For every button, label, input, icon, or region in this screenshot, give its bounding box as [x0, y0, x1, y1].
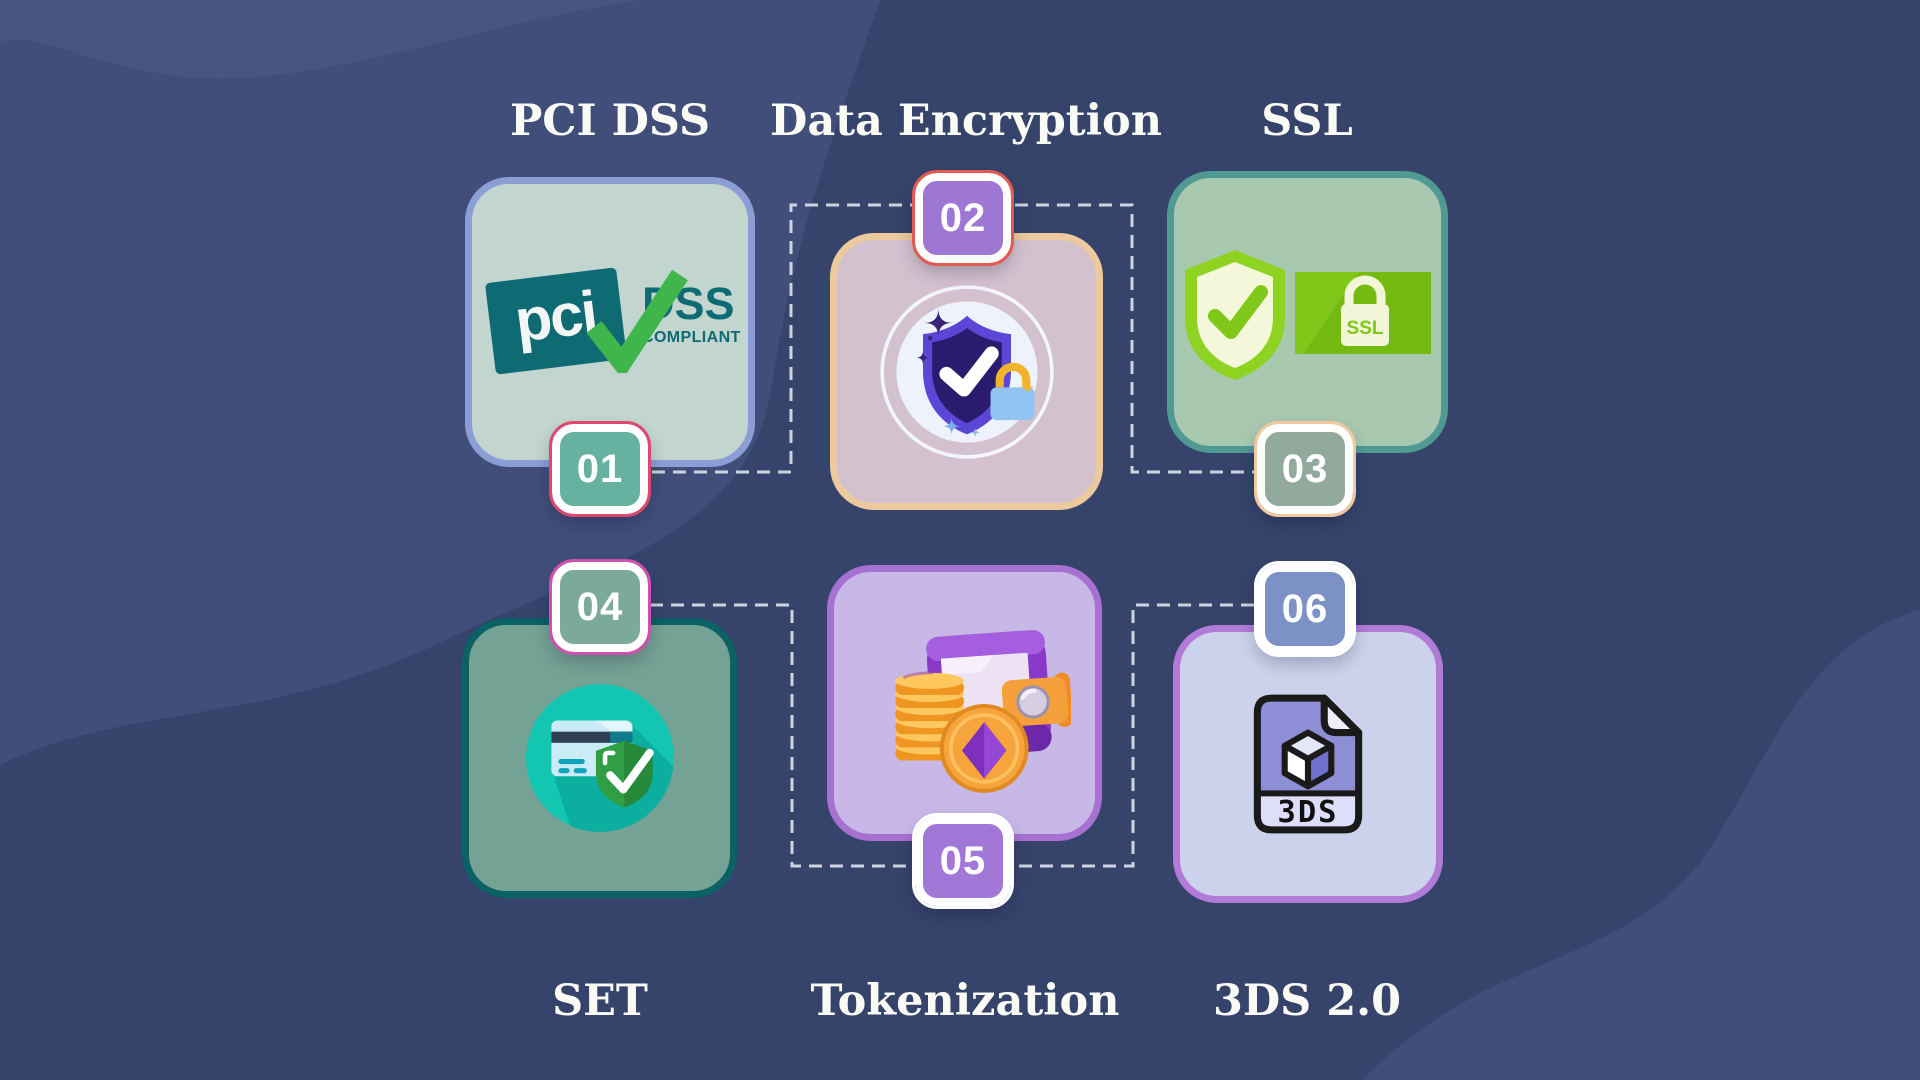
- step-badge-03: 03: [1254, 421, 1356, 517]
- card-title-set: SET: [552, 975, 648, 1026]
- card-title-data-encryption: Data Encryption: [770, 95, 1162, 146]
- wallet-coins-token-icon: [894, 630, 1071, 793]
- green-check-icon: [586, 269, 688, 373]
- pci-dss-compliant-logo: pci DSS COMPLIANT: [484, 263, 740, 381]
- step-badge-02: 02: [912, 170, 1014, 266]
- card-pci-dss: pci DSS COMPLIANT: [465, 177, 755, 467]
- card-tokenization: [827, 565, 1102, 841]
- step-number: 02: [939, 195, 987, 240]
- step-badge-04: 04: [549, 559, 651, 655]
- step-number: 01: [576, 446, 624, 491]
- step-number: 05: [939, 838, 987, 883]
- svg-text:SSL: SSL: [1346, 318, 1383, 339]
- step-badge-06: 06: [1254, 561, 1356, 657]
- ssl-shield-lock-badge-icon: SSL: [1184, 250, 1431, 380]
- step-badge-01: 01: [549, 421, 651, 517]
- token-coin: [939, 704, 1029, 793]
- 3ds-file-icon: 3DS: [1253, 694, 1363, 834]
- background-wave-bottom-right: [1362, 610, 1920, 1080]
- card-title-ssl: SSL: [1261, 95, 1353, 146]
- card-3ds: 3DS: [1173, 625, 1443, 903]
- credit-card-shield-check-icon: [525, 684, 674, 832]
- card-title-pci-dss: PCI DSS: [509, 95, 711, 146]
- card-set: [462, 618, 737, 898]
- card-ssl: SSL: [1167, 171, 1448, 453]
- background-wave-corner-highlight: [0, 0, 640, 79]
- step-number: 03: [1281, 446, 1329, 491]
- card-title-3ds-2-0: 3DS 2.0: [1212, 975, 1402, 1026]
- card-title-tokenization: Tokenization: [810, 975, 1120, 1026]
- step-badge-05: 05: [912, 813, 1014, 909]
- step-number: 06: [1281, 586, 1329, 631]
- svg-text:3DS: 3DS: [1278, 795, 1339, 830]
- step-number: 04: [576, 584, 624, 629]
- shield-check-lock-icon: [879, 284, 1054, 459]
- card-data-encryption: [830, 233, 1103, 510]
